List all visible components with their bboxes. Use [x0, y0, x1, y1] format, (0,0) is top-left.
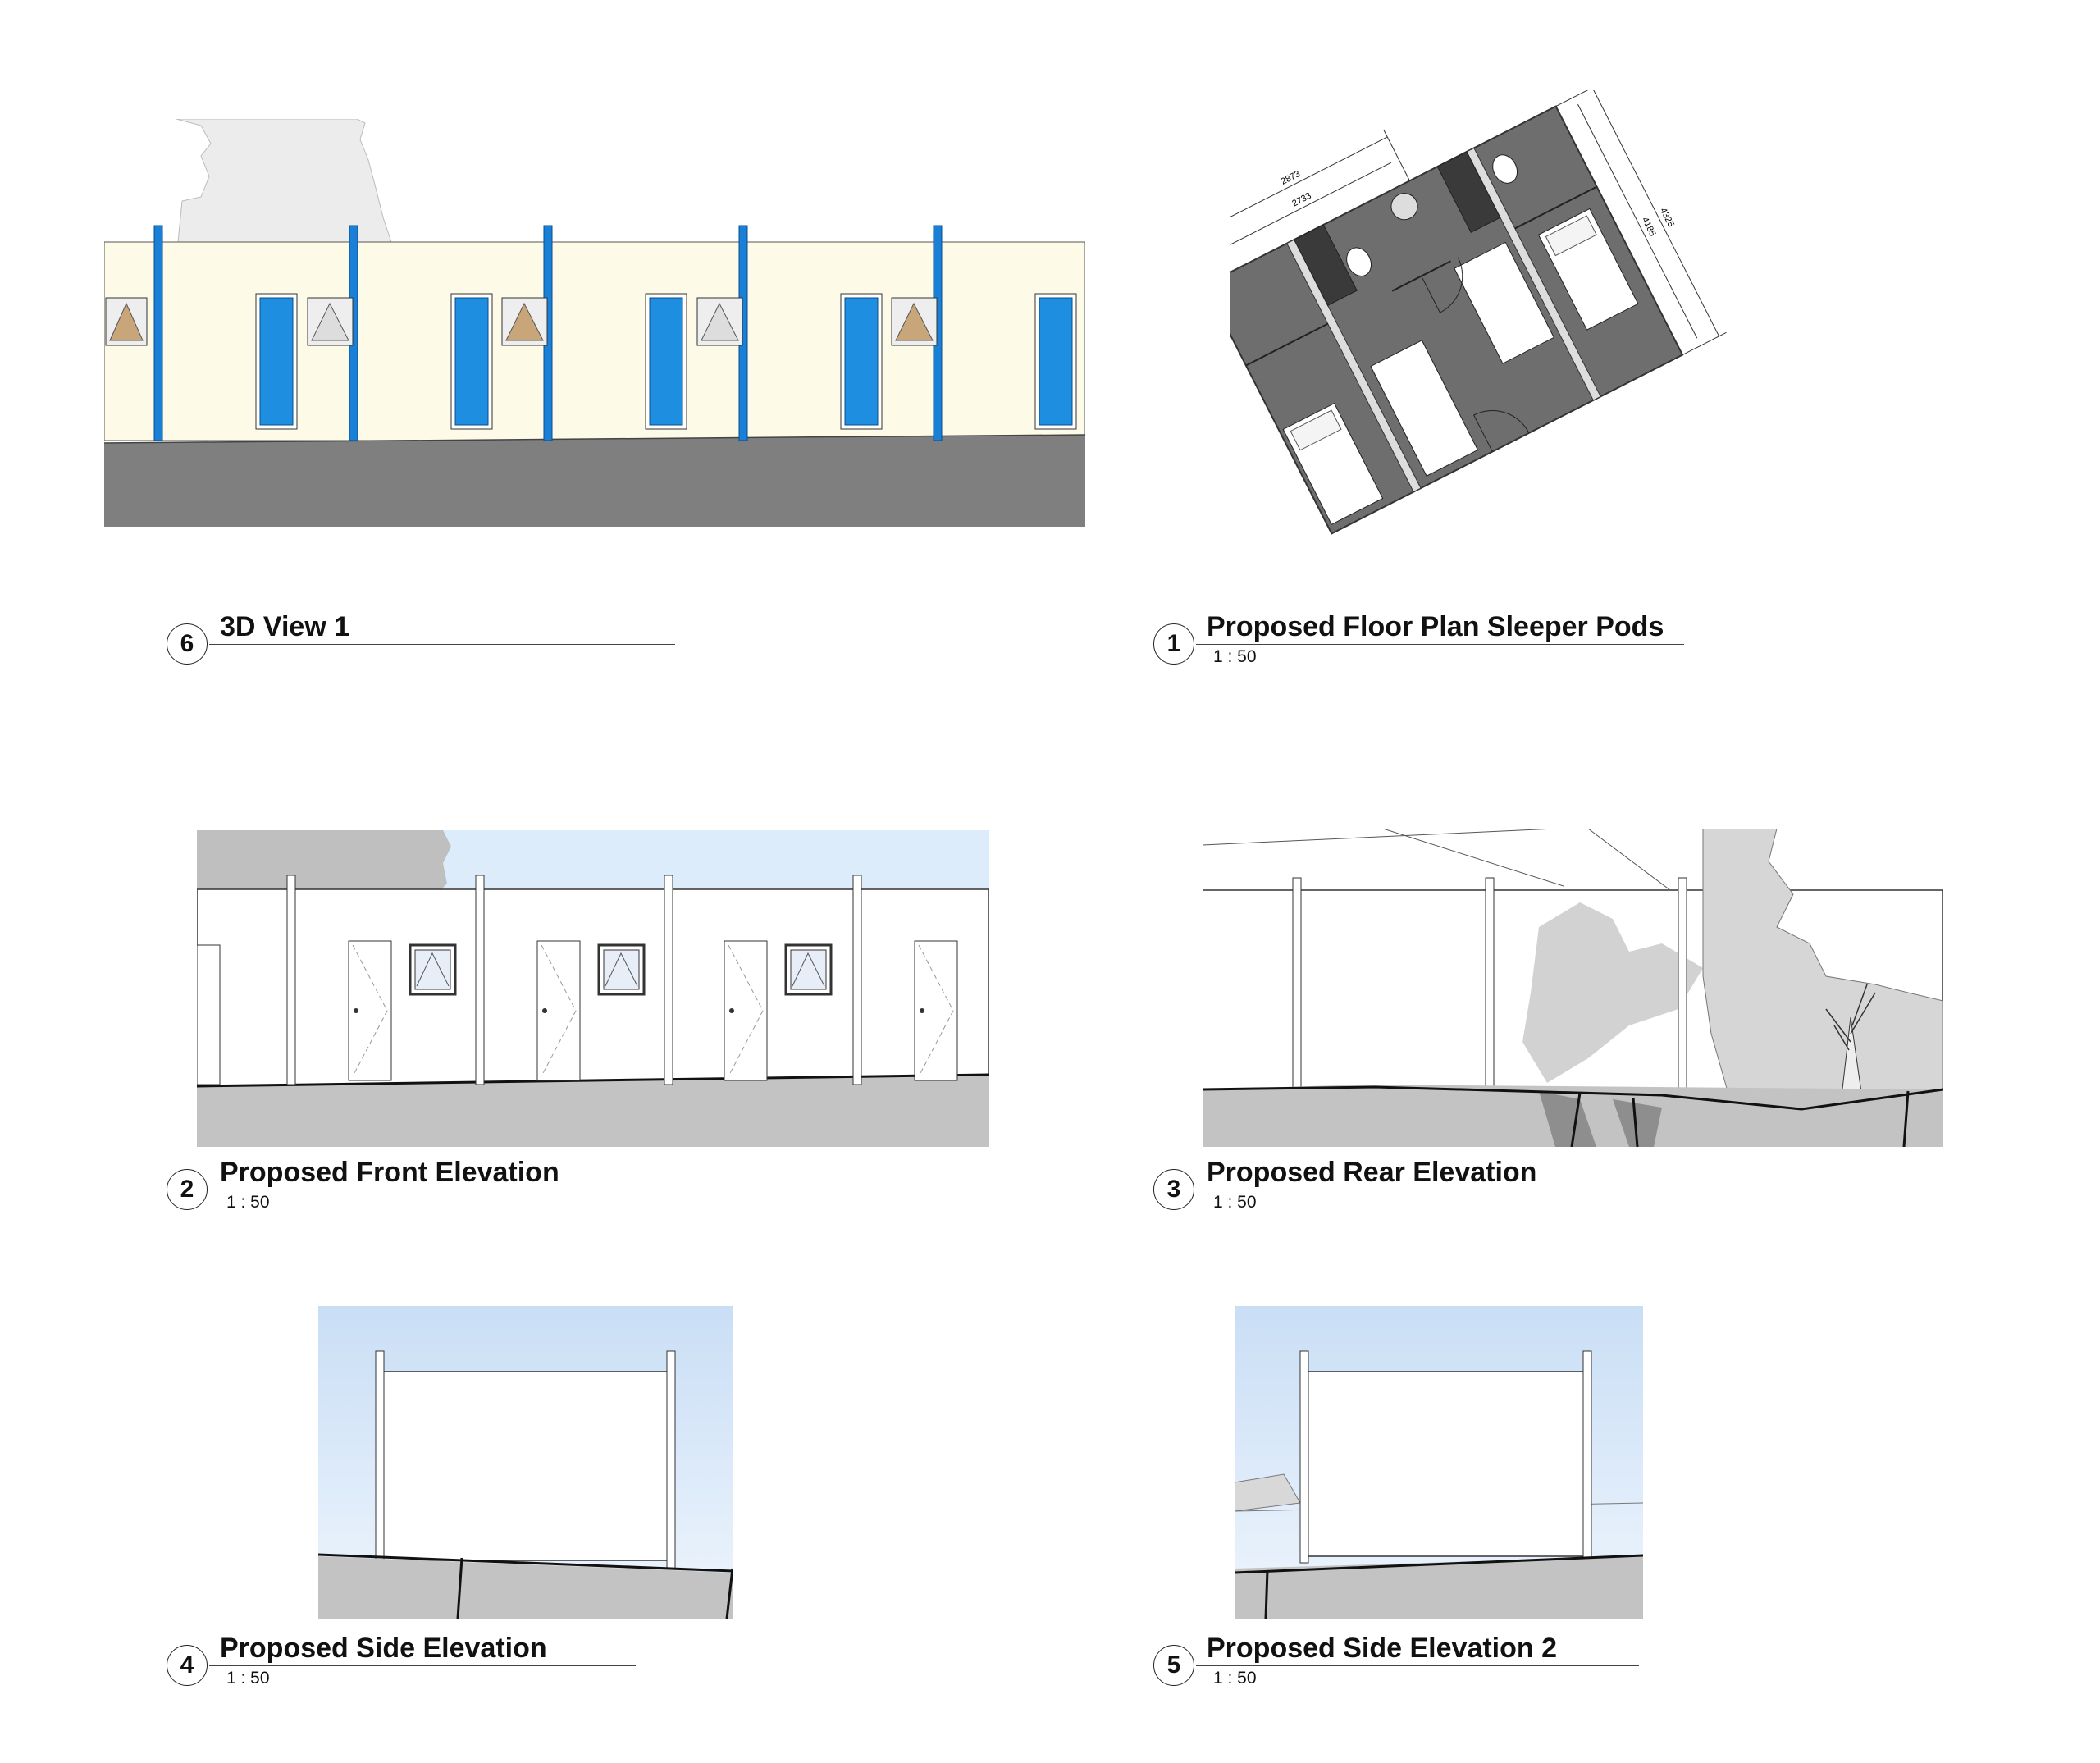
rear-elevation-drawing: [1203, 829, 1943, 1147]
post: [852, 875, 862, 1085]
door: [844, 297, 879, 426]
front-elevation-drawing: [197, 830, 989, 1147]
post: [475, 875, 485, 1085]
view-scale: 1 : 50: [1213, 1193, 1257, 1212]
dim-inner-depth: 4185: [1640, 216, 1658, 238]
view-number: 6: [167, 623, 208, 665]
dim-outer-width: 2873: [1280, 169, 1302, 187]
view-title: Proposed Front Elevation: [220, 1157, 559, 1188]
side-elevation-drawing: [318, 1306, 733, 1619]
view-number: 5: [1153, 1645, 1194, 1686]
view-title: Proposed Floor Plan Sleeper Pods: [1207, 611, 1664, 642]
view-number: 2: [167, 1169, 208, 1210]
view-scale: 1 : 50: [226, 1669, 270, 1688]
view-scale: 1 : 50: [1213, 647, 1257, 666]
post: [286, 875, 296, 1085]
dim-inner-width: 2733: [1290, 191, 1312, 209]
view-title: Proposed Rear Elevation: [1207, 1157, 1537, 1188]
door: [649, 297, 683, 426]
view-scale: 1 : 50: [226, 1193, 270, 1212]
door: [259, 297, 294, 426]
view-title: 3D View 1: [220, 611, 350, 642]
floor-plan-drawing: 2873 2733 4325 4185: [1230, 90, 1727, 535]
dim-outer-depth: 4325: [1658, 207, 1676, 229]
view-number: 4: [167, 1645, 208, 1686]
view-title: Proposed Side Elevation: [220, 1633, 547, 1664]
post: [664, 875, 673, 1085]
door: [1039, 297, 1073, 426]
view-number: 1: [1153, 623, 1194, 665]
view-scale: 1 : 50: [1213, 1669, 1257, 1688]
view-title: Proposed Side Elevation 2: [1207, 1633, 1558, 1664]
side-elevation-2-drawing: [1235, 1306, 1643, 1619]
view-number: 3: [1153, 1169, 1194, 1210]
3d-view-drawing: [104, 119, 1085, 527]
door: [454, 297, 489, 426]
post: [153, 225, 163, 441]
